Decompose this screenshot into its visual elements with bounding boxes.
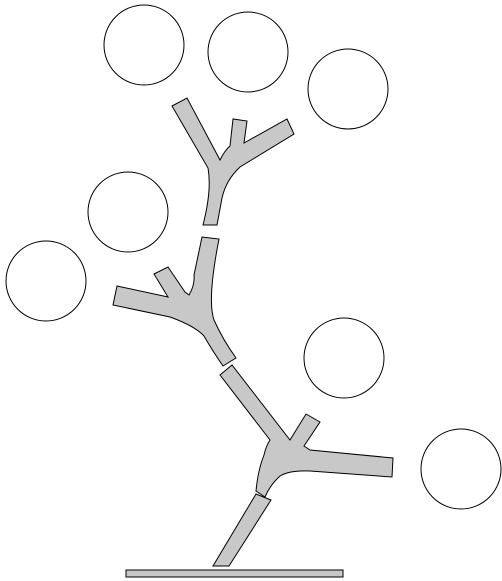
circle-top-left	[103, 4, 185, 86]
circle-mid-right	[303, 317, 385, 399]
trunk-segment	[212, 493, 272, 567]
circle-mid-left	[5, 240, 87, 322]
circle-mid-upper-left	[87, 171, 169, 253]
lower-y-branch	[219, 364, 394, 498]
base-bar	[125, 569, 344, 578]
middle-y-branch	[112, 236, 237, 367]
circle-top-middle	[207, 11, 289, 93]
circle-bottom-right	[420, 428, 502, 510]
top-y-branch	[171, 97, 295, 226]
circle-top-right	[307, 48, 389, 130]
